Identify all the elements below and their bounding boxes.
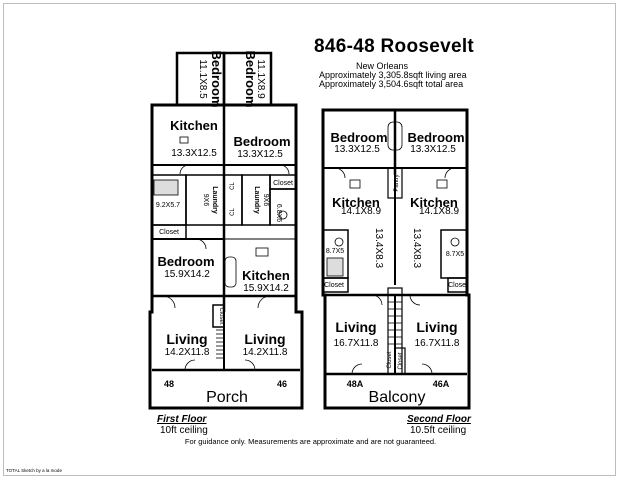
sf-living-right: Living (416, 319, 457, 335)
first-floor-ceiling: 10ft ceiling (160, 425, 208, 436)
disclaimer: For guidance only. Measurements are appr… (184, 437, 437, 446)
second-floor-plan (321, 108, 471, 410)
ff-living-left: Living (166, 331, 207, 347)
ff-unit-right: 46 (277, 379, 287, 389)
ff-living-right: Living (244, 331, 285, 347)
sf-hall-left-dim: 13.4X8.3 (373, 228, 384, 268)
sf-living-left: Living (335, 319, 376, 335)
ff-bedroom-left: Bedroom (157, 254, 214, 269)
ff-cl-a: CL (230, 182, 236, 190)
ff-bath-left-dim: 9.2X5.7 (156, 202, 180, 209)
ff-bedroom-top-right-dim: 11.1X8.9 (255, 59, 266, 99)
page-frame (3, 3, 616, 476)
sf-bedroom-right: Bedroom (407, 130, 464, 145)
ff-bedroom-right-dim: 13.3X12.5 (237, 149, 283, 160)
ff-bath-right-dim: 6.8X6 (275, 204, 282, 222)
ff-living-right-dim: 14.2X11.8 (243, 347, 288, 358)
sf-unit-right: 46A (433, 379, 450, 389)
ff-closet-center: Closet (218, 307, 224, 324)
ff-bedroom-top-left-dim: 11.1X8.5 (197, 59, 208, 99)
property-title: 846-48 Roosevelt (314, 36, 475, 57)
ff-laundry-right-dim: 9X6 (262, 194, 269, 207)
ff-laundry-left: Laundry (211, 186, 218, 214)
first-floor-name: First Floor (157, 414, 207, 425)
sf-closet-left: Closet (324, 282, 344, 289)
first-floor-labels: Bedroom 11.1X8.5 Bedroom 11.1X8.9 Kitche… (156, 50, 293, 406)
ff-living-left-dim: 14.2X11.8 (165, 347, 210, 358)
total-area-text: Approximately 3,504.6sqft total area (319, 79, 464, 89)
ff-kitchen-left: Kitchen (170, 118, 218, 133)
ff-closet-left: Closet (159, 229, 179, 236)
sf-bedroom-left: Bedroom (330, 130, 387, 145)
second-floor-name: Second Floor (407, 414, 471, 425)
sf-hall-right-dim: 13.4X8.3 (411, 228, 422, 268)
city-text: New Orleans (356, 61, 409, 71)
ff-bedroom-left-dim: 15.9X14.2 (164, 269, 210, 280)
first-floor-plan (148, 51, 304, 410)
ff-kitchen-right-dim: 15.9X14.2 (243, 283, 289, 294)
ff-bedroom-top-right: Bedroom (243, 50, 258, 107)
sf-bedroom-left-dim: 13.3X12.5 (334, 144, 380, 155)
sf-living-left-dim: 16.7X11.8 (334, 338, 379, 349)
second-floor-labels: Bedroom 13.3X12.5 Bedroom 13.3X12.5 Pant… (324, 130, 468, 406)
sf-bath-left-dim: 8.7X5 (326, 248, 344, 255)
ff-closet-right: Closet (273, 180, 293, 187)
sf-unit-left: 48A (347, 379, 364, 389)
ff-kitchen-left-dim: 13.3X12.5 (171, 148, 217, 159)
ff-kitchen-right: Kitchen (242, 268, 290, 283)
sf-closet-center-b: Closet (398, 352, 404, 369)
ff-bath-left-small-dim: 9X6 (202, 194, 209, 207)
ff-unit-left: 48 (164, 379, 174, 389)
sf-closet-center-a: Closet (387, 351, 393, 368)
sf-bath-right-dim: 8.7X5 (446, 251, 464, 258)
ff-cl-b: CL (230, 208, 236, 216)
sf-kitchen-right: Kitchen (410, 195, 458, 210)
sketch-credit: TOTAL Sketch by a la mode (6, 468, 62, 473)
ff-bedroom-top-left: Bedroom (209, 50, 224, 107)
sf-closet-right: Closet (448, 282, 468, 289)
sf-bedroom-right-dim: 13.3X12.5 (410, 144, 456, 155)
sf-kitchen-left: Kitchen (332, 195, 380, 210)
sf-balcony: Balcony (369, 389, 426, 406)
ff-bedroom-right: Bedroom (233, 134, 290, 149)
ff-laundry-right: Laundry (253, 186, 260, 214)
sf-pantry: Pantry (394, 174, 400, 191)
living-area-text: Approximately 3,305.8sqft living area (319, 70, 467, 80)
ff-porch: Porch (206, 389, 248, 406)
sf-kitchen-right-dim: 14.1X8.9 (419, 206, 459, 217)
sf-kitchen-left-dim: 14.1X8.9 (341, 206, 381, 217)
sf-living-right-dim: 16.7X11.8 (415, 338, 460, 349)
second-floor-ceiling: 10.5ft ceiling (410, 425, 467, 436)
